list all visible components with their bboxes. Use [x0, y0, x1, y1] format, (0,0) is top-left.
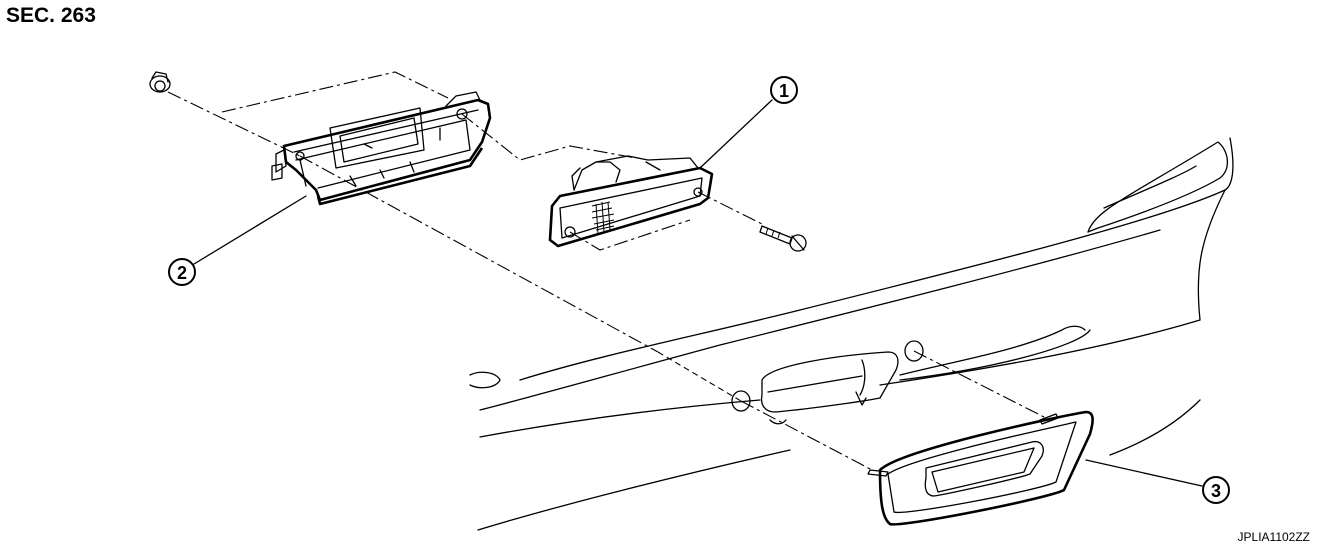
clip-part: [149, 71, 171, 93]
finisher-part-3: [867, 410, 1094, 526]
callout-1-label: 1: [779, 81, 789, 101]
callout-3: 3: [1085, 459, 1230, 504]
screw: [759, 225, 807, 252]
lamp-part-1: [548, 155, 714, 248]
callout-2-label: 2: [177, 263, 187, 283]
callout-2: 2: [168, 195, 307, 286]
bumper-recess: [731, 340, 924, 425]
bumper-outline: [469, 137, 1234, 531]
alignment-lines: [167, 71, 1047, 471]
callout-1: 1: [699, 76, 798, 169]
callout-3-label: 3: [1211, 481, 1221, 501]
image-code: JPLIA1102ZZ: [1237, 530, 1310, 544]
bracket-part-2: [271, 91, 492, 206]
section-title: SEC. 263: [6, 4, 96, 27]
